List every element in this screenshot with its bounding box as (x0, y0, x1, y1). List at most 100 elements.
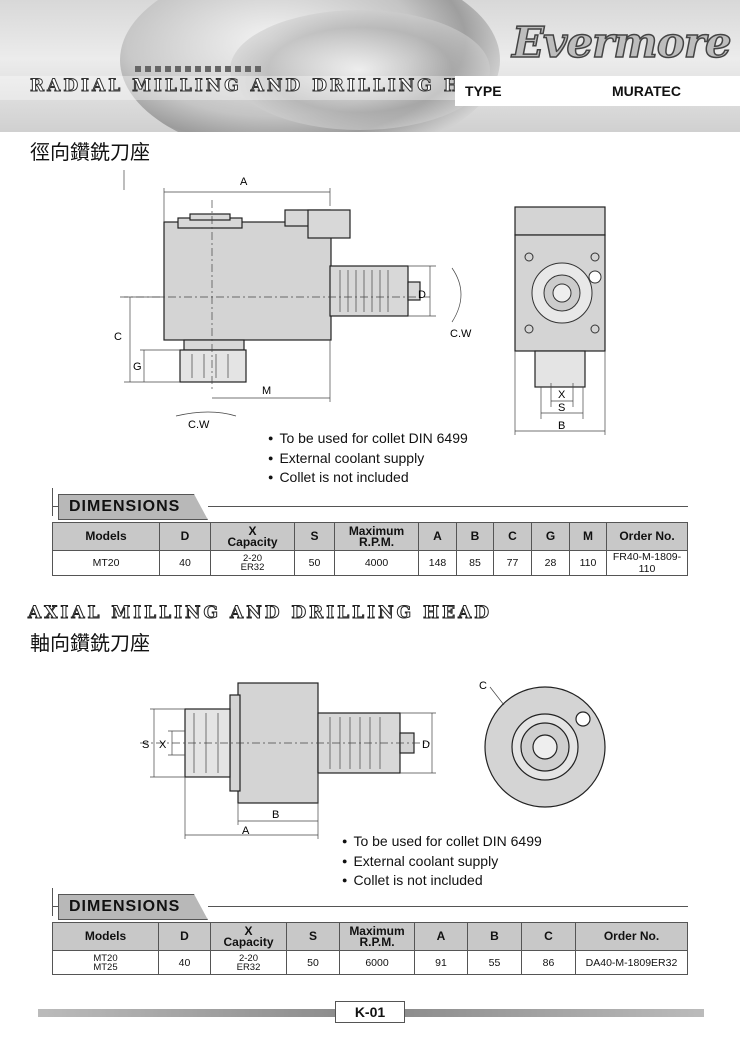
th-b: B (467, 922, 522, 951)
radial-feature-list: To be used for collet DIN 6499 External … (268, 429, 468, 488)
cell-model: MT20 (52, 550, 160, 576)
radial-label-d: D (418, 289, 426, 301)
axial-front-view-drawing: C (479, 680, 606, 808)
cell-s: 50 (286, 950, 340, 975)
th-d: D (159, 522, 211, 551)
axial-table-rule-h (52, 906, 688, 907)
radial-label-m: M (262, 385, 271, 397)
cell-g: 28 (531, 550, 570, 576)
cell-c: 86 (521, 950, 576, 975)
th-models: Models (52, 922, 159, 951)
axial-feature-1: To be used for collet DIN 6499 (342, 832, 541, 852)
th-rpm-line2: R.P.M. (358, 534, 395, 549)
th-rpm-line2: R.P.M. (359, 934, 395, 949)
cell-model-line1: MT20 (93, 952, 118, 964)
type-bar (455, 76, 740, 106)
radial-feature-1: To be used for collet DIN 6499 (268, 429, 467, 449)
axial-feature-2: External coolant supply (342, 852, 542, 872)
type-label: TYPE (465, 83, 502, 99)
radial-table-rule (52, 488, 53, 516)
axial-front-label-c: C (479, 680, 487, 692)
cell-a: 91 (414, 950, 468, 975)
axial-section-title: AXIAL MILLING AND DRILLING HEAD (28, 603, 492, 624)
page-header: RADIAL MILLING AND DRILLING HEAD Evermor… (0, 0, 740, 132)
cell-d: 40 (158, 950, 211, 975)
cell-a: 148 (418, 550, 457, 576)
cell-b: 85 (456, 550, 494, 576)
header-dots (135, 66, 265, 72)
axial-label-a: A (242, 825, 250, 837)
th-models: Models (52, 522, 160, 551)
cell-x-line1: 2-20 (238, 952, 258, 964)
th-c: C (493, 522, 532, 551)
cell-order: DA40-M-1809ER32 (575, 950, 688, 975)
th-m: M (569, 522, 607, 551)
radial-front-label-b: B (558, 420, 565, 432)
radial-label-cw: C.W (450, 328, 472, 340)
axial-side-view-drawing: S X D B A (140, 682, 436, 839)
radial-side-view-drawing: A C G M D C.W C.W (114, 170, 472, 431)
cell-c: 77 (493, 550, 532, 576)
radial-label-cw-2: C.W (188, 419, 210, 431)
axial-feature-list: To be used for collet DIN 6499 External … (342, 832, 542, 891)
radial-label-g: G (133, 361, 142, 373)
th-x-line2: Capacity (223, 934, 274, 949)
page-number: K-01 (335, 1001, 405, 1023)
th-order: Order No. (606, 522, 688, 551)
th-c: C (521, 922, 576, 951)
th-s: S (286, 922, 340, 951)
cell-rpm: 6000 (339, 950, 415, 975)
axial-table-rule (52, 888, 53, 916)
cell-order: FR40-M-1809-110 (606, 550, 688, 576)
th-rpm-line1: Maximum (349, 923, 405, 938)
cell-x-line1: 2-20 (242, 553, 262, 564)
cell-b: 55 (467, 950, 522, 975)
th-a: A (414, 922, 468, 951)
axial-dimensions-title: DIMENSIONS (69, 898, 181, 915)
radial-feature-2: External coolant supply (268, 449, 468, 469)
axial-label-s: S (142, 739, 149, 751)
cell-model-line2: MT25 (93, 961, 118, 973)
radial-cjk-title: 徑向鑽銑刀座 (30, 140, 150, 164)
axial-dimensions-label: DIMENSIONS (58, 894, 208, 920)
radial-feature-3: Collet is not included (268, 468, 468, 488)
cell-x-line2: ER32 (236, 961, 261, 973)
axial-label-d: D (422, 739, 430, 751)
th-s: S (294, 522, 335, 551)
radial-front-view-drawing: X S B (514, 206, 606, 435)
th-order: Order No. (575, 922, 688, 951)
th-x-line1: X (248, 523, 257, 538)
cell-x-line2: ER32 (240, 562, 265, 573)
radial-label-c: C (114, 331, 122, 343)
radial-front-label-x: X (558, 389, 566, 401)
th-a: A (418, 522, 457, 551)
brand-logo: Evermore (511, 17, 732, 68)
axial-feature-3: Collet is not included (342, 871, 542, 891)
axial-label-b: B (272, 809, 279, 821)
radial-dimensions-label: DIMENSIONS (58, 494, 208, 520)
radial-front-label-s: S (558, 402, 565, 414)
radial-dimensions-title: DIMENSIONS (69, 498, 181, 515)
th-rpm-line1: Maximum (348, 523, 405, 538)
header-decoration-2 (230, 10, 490, 130)
th-b: B (456, 522, 494, 551)
axial-cjk-title: 軸向鑽銑刀座 (30, 631, 150, 655)
cell-s: 50 (294, 550, 335, 576)
type-value: MURATEC (612, 83, 681, 99)
cell-d: 40 (159, 550, 211, 576)
page-title: RADIAL MILLING AND DRILLING HEAD (30, 76, 513, 97)
radial-table-rule-h (52, 506, 688, 507)
radial-label-a: A (240, 176, 248, 188)
th-g: G (531, 522, 570, 551)
header-stripe (0, 76, 455, 100)
th-d: D (158, 922, 211, 951)
